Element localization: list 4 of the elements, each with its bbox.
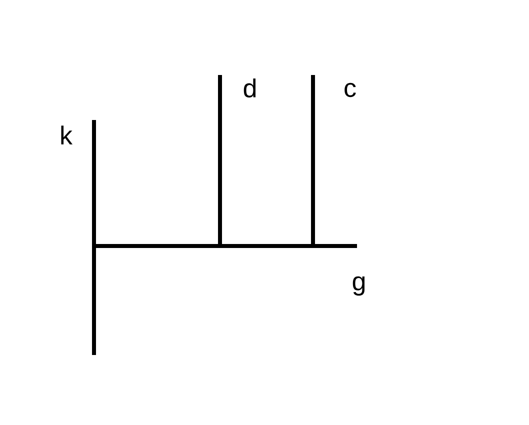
letter-label: d	[244, 78, 256, 98]
letter-label: c	[344, 82, 356, 98]
letter-label: g	[352, 276, 365, 296]
letter-label: k	[61, 126, 73, 144]
